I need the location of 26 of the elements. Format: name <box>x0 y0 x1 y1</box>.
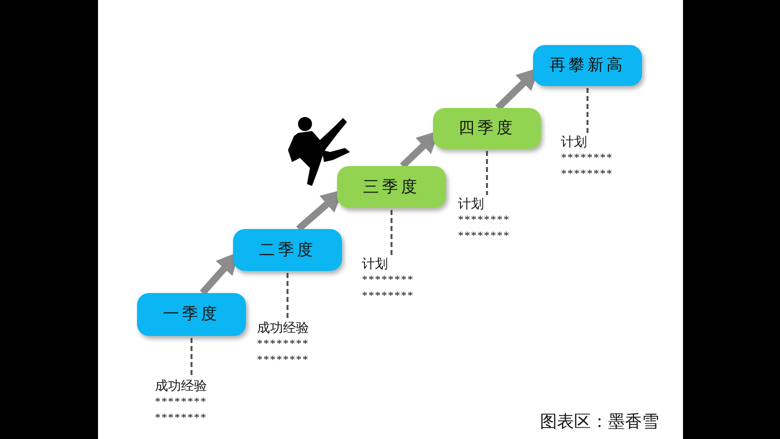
placeholder-text: ******** <box>257 353 310 368</box>
note-heading: 成功经验 <box>257 320 310 336</box>
placeholder-text: ******** <box>362 273 415 288</box>
note-heading: 计划 <box>362 256 389 272</box>
placeholder-text: ******** <box>362 289 415 304</box>
dashed-connector <box>286 273 288 319</box>
placeholder-text: ******** <box>561 151 614 166</box>
dashed-connector <box>586 88 588 133</box>
note-heading: 成功经验 <box>155 378 208 394</box>
step-box: 再攀新高 <box>533 45 642 86</box>
placeholder-text: ******** <box>257 337 310 352</box>
note-heading: 计划 <box>561 134 588 150</box>
note-heading: 计划 <box>458 196 485 212</box>
step-box: 一季度 <box>137 293 246 336</box>
dashed-connector <box>190 338 192 377</box>
step-box: 二季度 <box>233 229 342 271</box>
dashed-connector <box>486 151 488 195</box>
caption-text: 图表区：墨香雪 <box>540 411 659 433</box>
dashed-connector <box>390 210 392 255</box>
placeholder-text: ******** <box>561 167 614 182</box>
step-box: 三季度 <box>337 166 446 208</box>
placeholder-text: ******** <box>155 411 208 426</box>
placeholder-text: ******** <box>155 395 208 410</box>
placeholder-text: ******** <box>458 229 511 244</box>
step-box: 四季度 <box>433 108 541 149</box>
placeholder-text: ******** <box>458 213 511 228</box>
